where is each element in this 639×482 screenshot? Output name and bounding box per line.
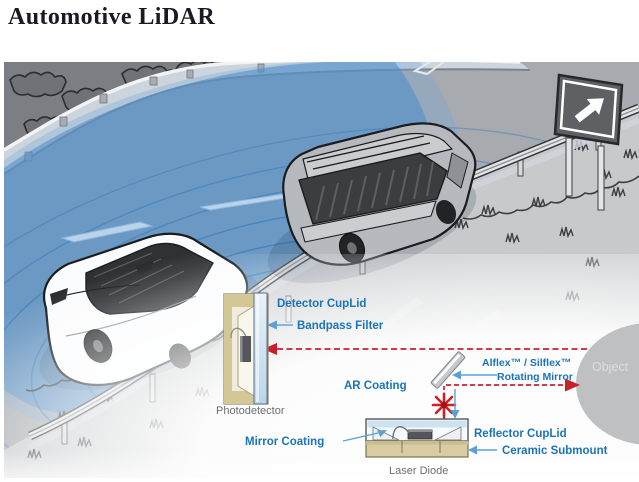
label-object: Object	[592, 360, 629, 374]
object-blob	[576, 323, 639, 445]
label-mirror-coating: Mirror Coating	[245, 436, 324, 448]
label-laser-diode: Laser Diode	[389, 465, 448, 477]
bandpass-filter-bar	[253, 292, 268, 405]
lidar-module-diagram: Object	[216, 292, 639, 477]
beam-arrow-to-detector	[263, 343, 277, 355]
gray-minivan	[267, 122, 477, 284]
label-rotating-mirror-1: Alflex™ / Silflex™	[482, 357, 571, 369]
laser-diode-package	[365, 418, 469, 458]
rotating-mirror	[430, 351, 466, 389]
mirror-wall-right	[434, 426, 462, 441]
wire-bond	[392, 426, 410, 440]
label-ar-coating: AR Coating	[344, 380, 407, 392]
label-ceramic-submount: Ceramic Submount	[502, 445, 608, 457]
photodetector-assembly	[223, 292, 269, 405]
right-turn-arrow-icon	[574, 98, 604, 123]
leader-lines	[267, 320, 497, 455]
label-reflector-cuplid: Reflector CupLid	[474, 428, 567, 440]
label-bandpass-filter: Bandpass Filter	[297, 320, 384, 332]
label-detector-cuplid: Detector CupLid	[277, 298, 366, 310]
label-rotating-mirror-2: Rotating Mirror	[497, 371, 573, 383]
detector-chip	[240, 336, 251, 362]
laser-starburst-core	[441, 402, 447, 408]
beam-arrow-to-object	[565, 378, 580, 392]
road-sign	[553, 73, 624, 211]
wire-bond	[230, 327, 247, 339]
label-photodetector: Photodetector	[216, 405, 285, 417]
white-overlay	[0, 254, 639, 482]
page-title: Automotive LiDAR	[8, 4, 216, 30]
